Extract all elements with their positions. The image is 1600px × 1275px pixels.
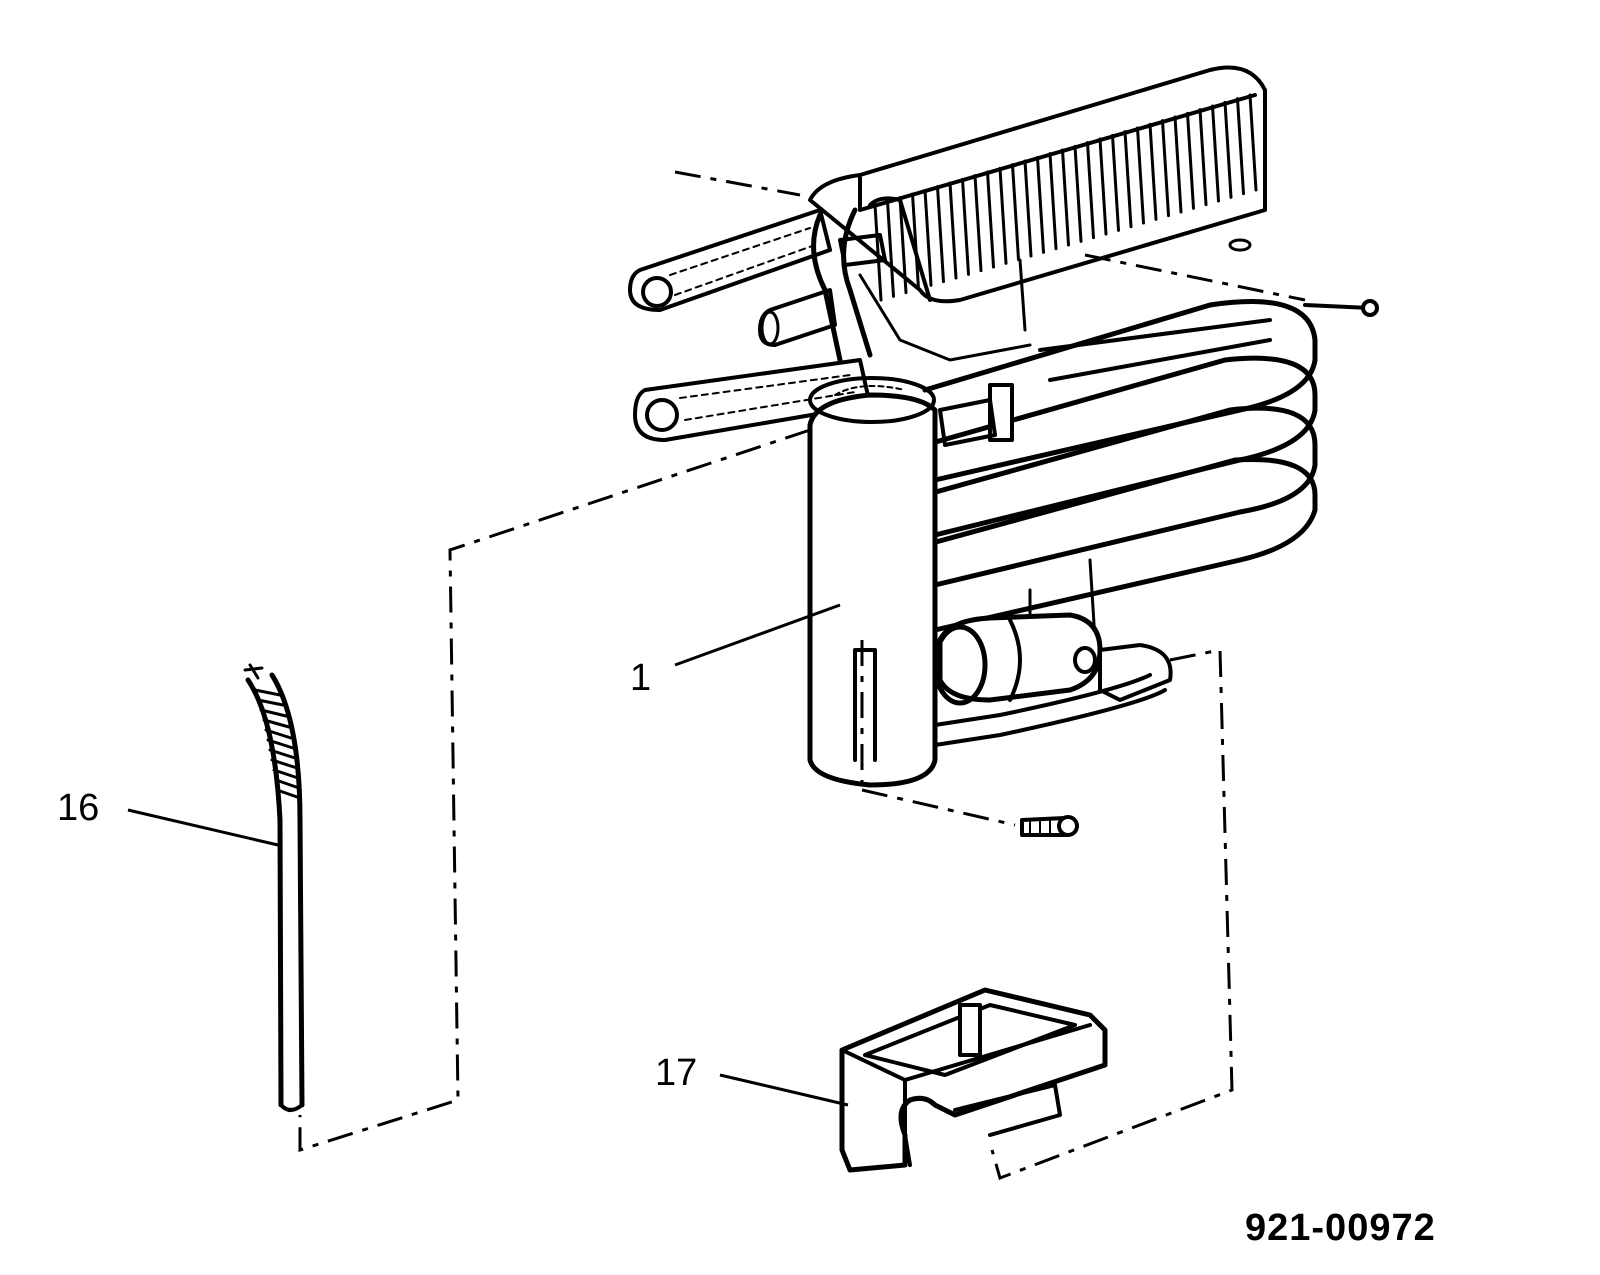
condenser-fin	[1186, 111, 1195, 210]
condenser-fin	[1248, 93, 1258, 192]
callout-part-16: 16	[57, 787, 99, 829]
condenser-fin	[1061, 148, 1070, 247]
condenser-fin	[1136, 126, 1145, 225]
condenser-fin	[1236, 97, 1245, 196]
condenser-fin	[911, 192, 920, 291]
condenser-fin	[1173, 115, 1183, 214]
condenser-fin	[898, 196, 908, 295]
condenser-fin	[961, 177, 970, 276]
figure-number: 921-00972	[1245, 1207, 1436, 1249]
condenser-fin	[873, 203, 883, 302]
condenser-fin	[998, 166, 1008, 265]
screw-lower	[1020, 815, 1079, 837]
condenser-fin	[1123, 130, 1133, 229]
callout-part-1: 1	[630, 657, 651, 699]
condenser-fin	[1098, 137, 1108, 236]
condenser-fin	[1111, 133, 1120, 232]
bracket-part-17	[839, 987, 1108, 1173]
leader-part-1	[674, 603, 841, 667]
condenser-fin	[923, 188, 933, 287]
assembly-lines	[298, 170, 1306, 1180]
screw-upper	[1303, 299, 1379, 317]
assembly-line-bracket	[990, 648, 1234, 1180]
condenser-fin	[886, 199, 895, 298]
condenser-fin	[1048, 152, 1058, 251]
assembly-line-boiler-to-screw	[861, 788, 1016, 827]
condenser-fin	[1073, 144, 1083, 243]
assembly-line-tube-to-boiler	[298, 428, 811, 1153]
condenser-fin	[1036, 155, 1045, 254]
assembly-line-top	[674, 170, 801, 197]
condenser-fin	[948, 181, 958, 280]
leader-part-17	[719, 1073, 849, 1107]
condenser-fin	[1011, 163, 1020, 262]
condenser-fin	[986, 170, 995, 269]
flexible-tube-part-16	[243, 663, 305, 1112]
condenser-fin	[1223, 100, 1233, 199]
condenser-fin	[1161, 119, 1170, 218]
boiler-cylinder	[807, 376, 938, 788]
condenser-fin	[1023, 159, 1033, 258]
condenser-fin	[1148, 122, 1158, 221]
flue-pipes	[628, 208, 872, 442]
condenser-fin	[1211, 104, 1220, 203]
lower-tank	[932, 612, 1173, 747]
callout-part-17: 17	[655, 1052, 697, 1094]
cooling-unit-assembly	[628, 65, 1318, 788]
condenser-fin	[973, 174, 983, 273]
condenser-fins	[808, 65, 1267, 332]
condenser-fin	[1086, 141, 1095, 240]
assembly-line-upper-screw	[1084, 253, 1306, 302]
condenser-fin	[1198, 108, 1208, 207]
leader-part-16	[127, 808, 279, 847]
condenser-fin	[936, 185, 945, 284]
